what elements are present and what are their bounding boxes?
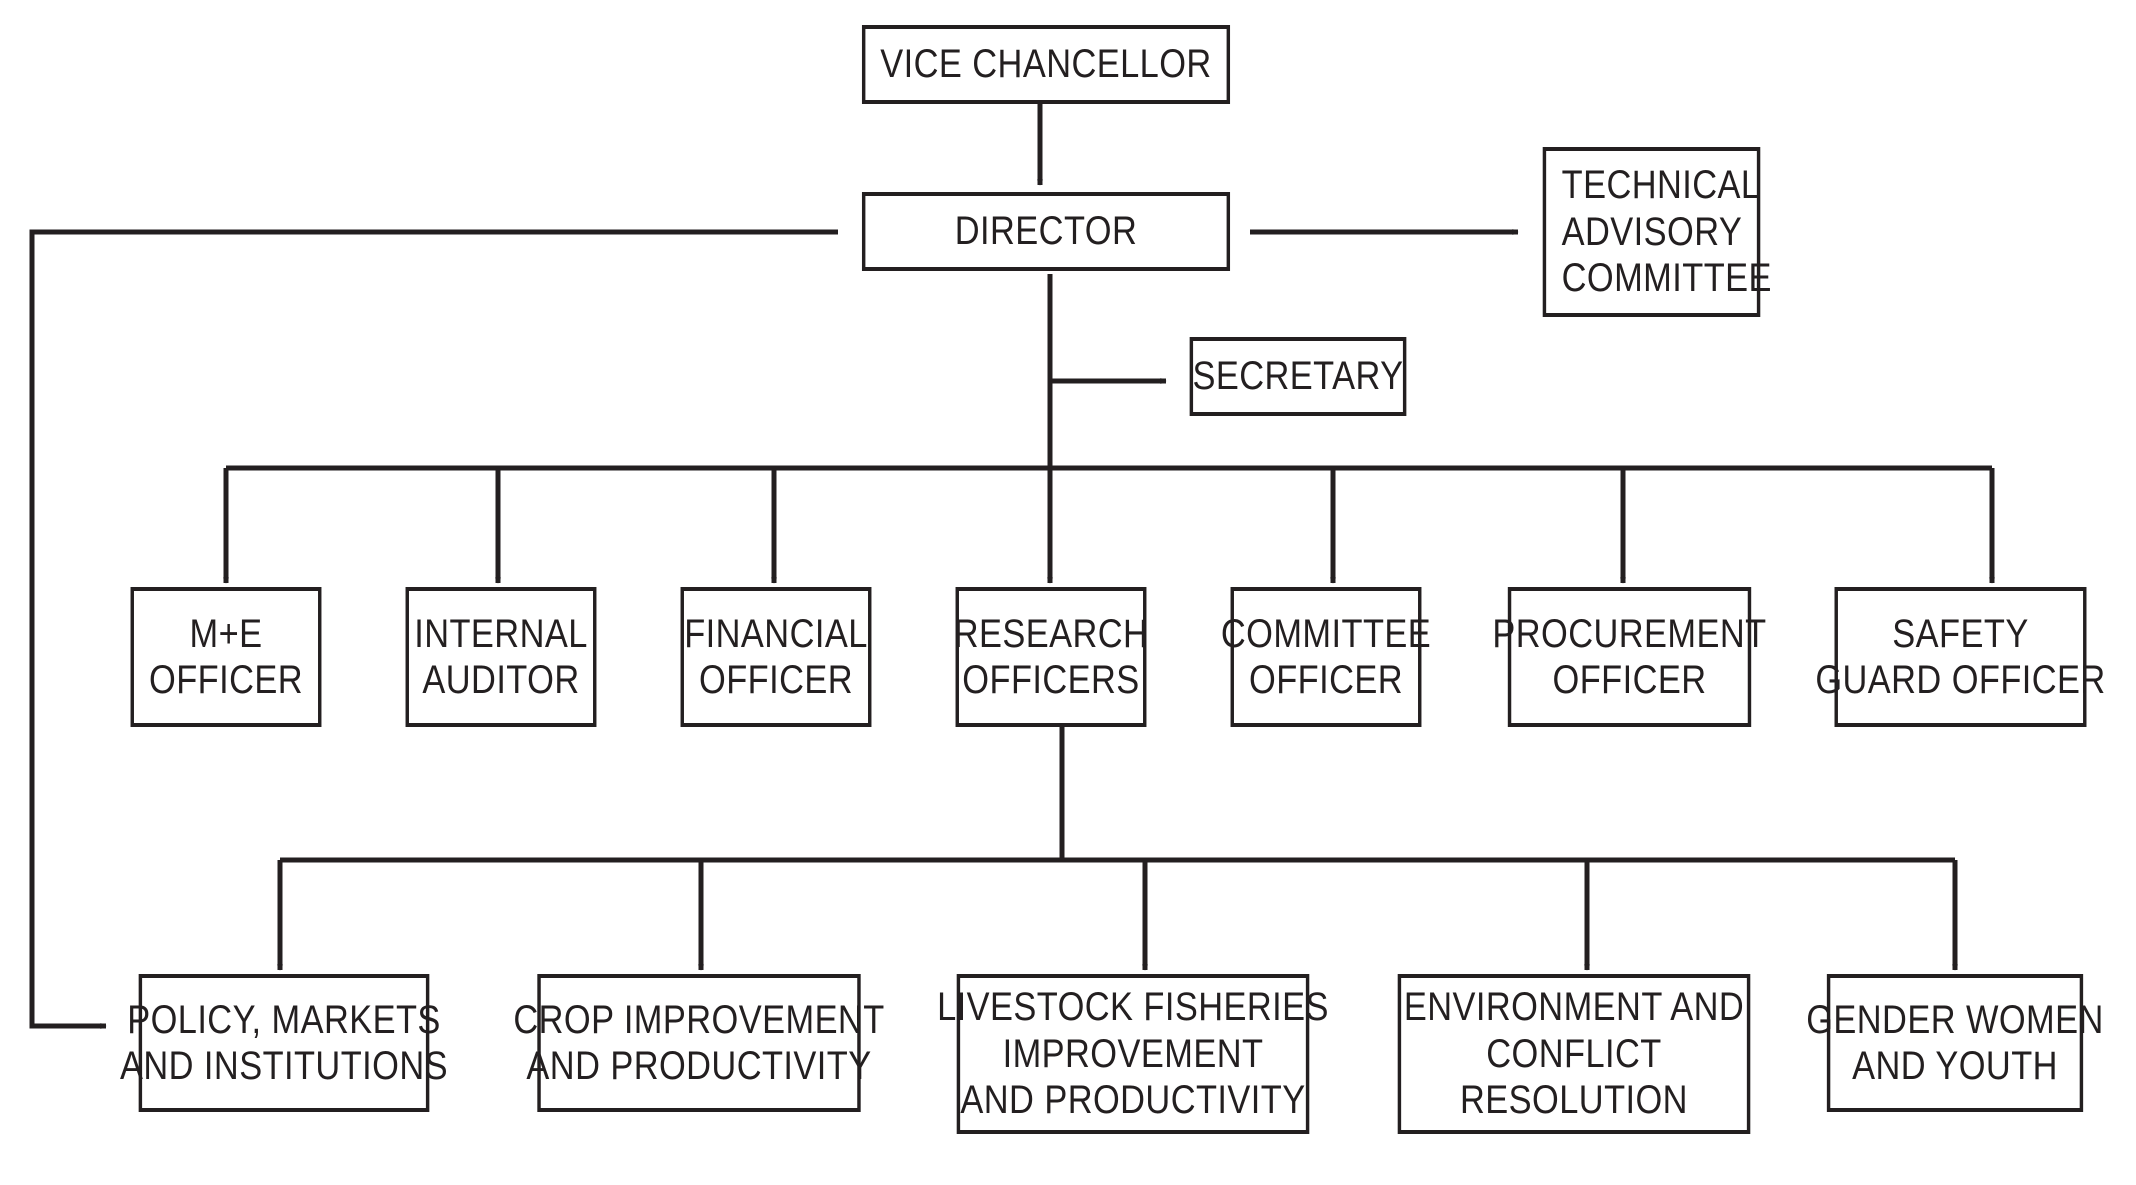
internal-auditor-line-2: AUDITOR bbox=[422, 658, 580, 702]
livestock-fisheries-line-3: AND PRODUCTIVITY bbox=[960, 1078, 1306, 1123]
environment-conflict-box: ENVIRONMENT AND CONFLICT RESOLUTION bbox=[1397, 974, 1751, 1134]
research-officers-box: RESEARCH OFFICERS bbox=[953, 587, 1149, 727]
internal-auditor-line-1: INTERNAL bbox=[414, 611, 588, 656]
me-officer-line-2: OFFICER bbox=[149, 658, 303, 702]
secretary-box: SECRETARY bbox=[1189, 337, 1407, 416]
gender-women-youth-line-1: GENDER WOMEN bbox=[1806, 997, 2104, 1042]
me-officer-line-1: M+E bbox=[189, 611, 263, 656]
director-label: DIRECTOR bbox=[954, 209, 1138, 254]
safety-guard-officer-line-2: GUARD OFFICER bbox=[1815, 658, 2106, 702]
crop-improvement-line-2: AND PRODUCTIVITY bbox=[526, 1044, 872, 1088]
me-officer-box: M+E OFFICER bbox=[130, 587, 322, 727]
vice-chancellor-label: VICE CHANCELLOR bbox=[880, 42, 1212, 87]
arrow-director-to-policy-bypass bbox=[29, 229, 838, 1029]
livestock-fisheries-line-2: IMPROVEMENT bbox=[1002, 1031, 1264, 1076]
gender-women-youth-line-2: AND YOUTH bbox=[1852, 1044, 2058, 1088]
internal-auditor-box: INTERNAL AUDITOR bbox=[405, 587, 597, 727]
policy-markets-institutions-box: POLICY, MARKETS AND INSTITUTIONS bbox=[120, 974, 448, 1112]
committee-officer-box: COMMITTEE OFFICER bbox=[1221, 587, 1431, 727]
safety-guard-officer-box: SAFETY GUARD OFFICER bbox=[1815, 587, 2105, 727]
livestock-fisheries-line-1: LIVESTOCK FISHERIES bbox=[937, 985, 1329, 1030]
environment-conflict-line-2: CONFLICT bbox=[1486, 1031, 1662, 1076]
procurement-officer-box: PROCUREMENT OFFICER bbox=[1492, 587, 1766, 727]
director-box: DIRECTOR bbox=[861, 192, 1231, 271]
livestock-fisheries-box: LIVESTOCK FISHERIES IMPROVEMENT AND PROD… bbox=[937, 974, 1328, 1134]
committee-officer-line-1: COMMITTEE bbox=[1220, 611, 1432, 656]
policy-markets-line-1: POLICY, MARKETS bbox=[127, 997, 441, 1042]
safety-guard-officer-line-1: SAFETY bbox=[1892, 611, 2029, 656]
financial-officer-box: FINANCIAL OFFICER bbox=[680, 587, 872, 727]
environment-conflict-line-3: RESOLUTION bbox=[1460, 1078, 1688, 1123]
procurement-officer-line-2: OFFICER bbox=[1552, 658, 1707, 702]
financial-officer-line-1: FINANCIAL bbox=[684, 611, 868, 656]
vice-chancellor-box: VICE CHANCELLOR bbox=[861, 25, 1231, 104]
tac-label-line-2: ADVISORY bbox=[1561, 209, 1743, 254]
financial-officer-line-2: OFFICER bbox=[699, 658, 853, 702]
committee-officer-line-2: OFFICER bbox=[1249, 658, 1403, 702]
policy-markets-line-2: AND INSTITUTIONS bbox=[120, 1044, 448, 1088]
secretary-label: SECRETARY bbox=[1192, 354, 1404, 399]
crop-improvement-productivity-box: CROP IMPROVEMENT AND PRODUCTIVITY bbox=[513, 974, 884, 1112]
research-officers-line-2: OFFICERS bbox=[962, 658, 1140, 702]
procurement-officer-line-1: PROCUREMENT bbox=[1492, 611, 1767, 656]
gender-women-youth-box: GENDER WOMEN AND YOUTH bbox=[1806, 974, 2103, 1112]
research-officers-line-1: RESEARCH bbox=[953, 611, 1149, 656]
tac-label-line-3: COMMITTEE bbox=[1561, 256, 1772, 301]
tac-label-line-1: TECHNICAL bbox=[1561, 163, 1761, 208]
environment-conflict-line-1: ENVIRONMENT AND bbox=[1403, 985, 1745, 1030]
technical-advisory-committee-box: TECHNICAL ADVISORY COMMITTEE bbox=[1542, 147, 1771, 317]
crop-improvement-line-1: CROP IMPROVEMENT bbox=[513, 997, 885, 1042]
